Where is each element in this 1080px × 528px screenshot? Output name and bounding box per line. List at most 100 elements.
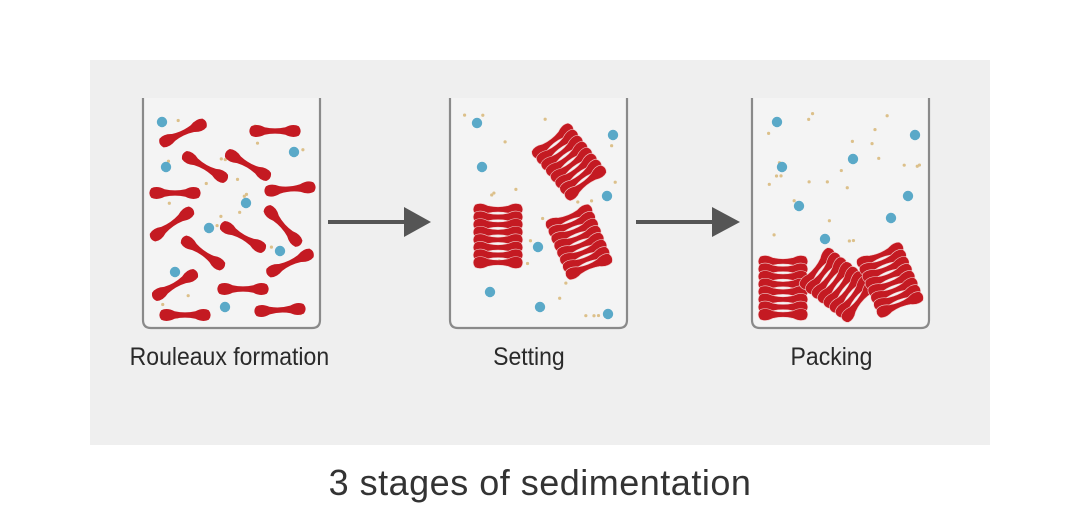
plasma-particle [223,157,227,162]
red-blood-cell-icon [876,291,924,319]
plasma-particle [792,199,796,203]
plasma-particle [514,187,518,191]
red-blood-cell-icon [149,187,201,199]
red-blood-cell-icon [266,248,314,278]
blue-particle [219,301,231,313]
arrow-right-icon [636,207,740,237]
blue-particle [607,129,619,141]
red-blood-cell-icon [217,283,269,295]
plasma-particle [774,174,779,178]
blue-particle [156,116,168,128]
blue-particle [532,241,544,253]
blue-particle [902,190,914,202]
plasma-particle [244,192,249,196]
red-blood-cell-icon [224,149,272,181]
red-blood-cell-icon [151,269,199,301]
plasma-particle [610,144,614,148]
blue-particle [885,212,897,224]
rouleaux-stack [531,122,607,202]
red-blood-cell-icon [757,308,809,321]
blue-particle [169,266,181,278]
plasma-particle [235,177,240,181]
rouleaux-stack [472,203,524,269]
red-blood-cell-icon [159,118,207,148]
plasma-particle [825,180,829,184]
red-blood-cell-icon [249,125,301,137]
blue-particle [847,153,859,165]
plasma-particle [877,156,881,160]
blue-particle [909,129,921,141]
plasma-particle [613,180,617,184]
plasma-particle [481,113,485,117]
beaker-packing [750,98,931,330]
blue-particle [471,117,483,129]
blue-particle [274,245,286,257]
plasma-particle [269,245,274,249]
plasma-particle [767,131,771,135]
plasma-particle [839,168,843,173]
plasma-particle [873,127,877,132]
blue-particle [160,161,172,173]
blue-particle [776,161,788,173]
red-blood-cell-icon [149,206,195,242]
plasma-particle [558,296,562,300]
plasma-particle [525,261,530,266]
beaker-setting [448,98,629,330]
blue-particle [793,200,805,212]
red-blood-cell-icon [564,164,607,202]
blue-particle [602,308,614,320]
plasma-particle [490,193,494,197]
red-blood-cell-icon [565,253,613,281]
plasma-particle [589,199,594,203]
plasma-particle [810,112,815,116]
plasma-particle [176,118,180,123]
plasma-particle [503,140,507,144]
plasma-particle [596,313,601,318]
rouleaux-stack [856,241,924,319]
red-blood-cell-icon [472,256,524,269]
rouleaux-stack [545,203,613,281]
rouleaux-stack [757,255,809,321]
red-blood-cell-icon [159,309,211,321]
blue-particle [819,233,831,245]
plasma-particle [584,314,588,318]
plasma-particle [917,163,922,167]
plasma-particle [492,191,496,195]
stage-label-packing: Packing [790,343,873,371]
plasma-particle [847,239,851,243]
red-blood-cell-icon [254,303,306,317]
plasma-particle [161,302,165,307]
blue-particle [601,190,613,202]
plasma-particle [167,201,171,205]
red-blood-cell-icon [263,205,303,247]
plasma-particle [204,181,208,186]
blue-particle [534,301,546,313]
plasma-particle [767,182,771,186]
plasma-particle [219,214,223,218]
plasma-particle [772,233,776,237]
plasma-particle [870,142,874,146]
beaker-rouleaux-formation [141,98,322,330]
plasma-particle [186,294,190,298]
stage-label-rouleaux-formation: Rouleaux formation [129,343,330,371]
plasma-particle [301,148,305,152]
plasma-particle [215,223,219,228]
plasma-particle [238,210,242,214]
blue-particle [476,161,488,173]
plasma-particle [166,159,171,163]
plasma-particle [528,239,533,243]
plasma-particle [462,113,467,117]
blue-particle [203,222,215,234]
arrow-right-icon [328,207,431,237]
plasma-particle [807,180,811,184]
plasma-particle [850,139,855,143]
blue-particle [484,286,496,298]
plasma-particle [902,163,906,167]
rouleaux-stack [798,247,878,323]
plasma-particle [576,200,580,204]
plasma-particle [779,174,783,178]
diagram-caption: 3 stages of sedimentation [328,462,752,503]
plasma-particle [845,186,849,190]
stage-label-setting: Setting [493,343,565,371]
